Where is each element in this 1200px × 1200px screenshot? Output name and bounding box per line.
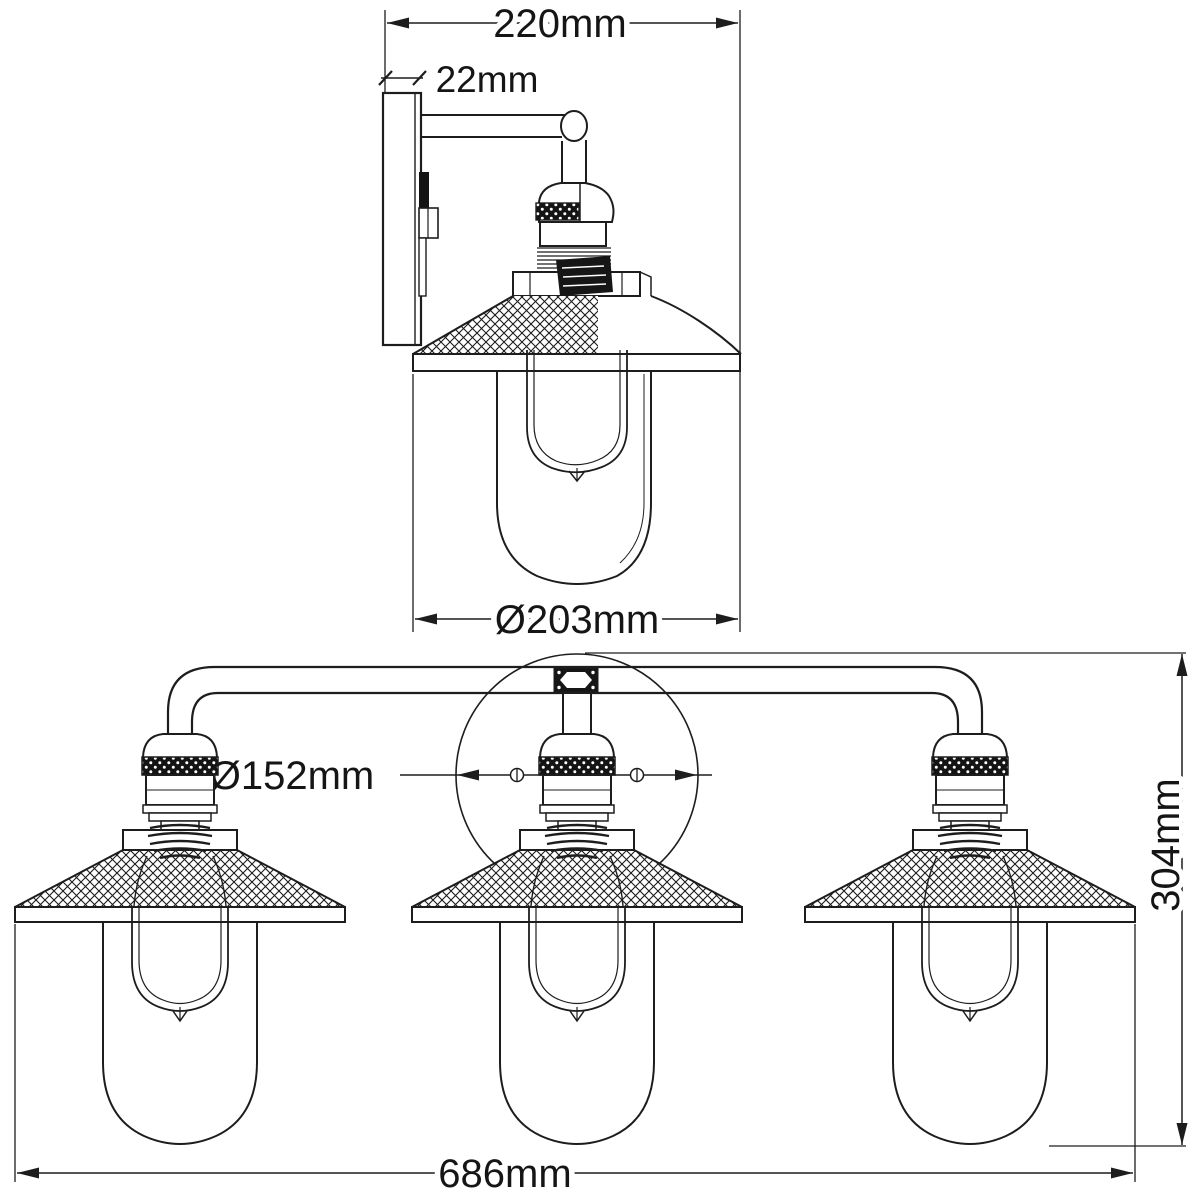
wall-backplate-side: [381, 91, 439, 347]
dimension-label-width: 686mm: [438, 1152, 571, 1196]
dimension-label-backplate-depth: 22mm: [436, 59, 539, 100]
dimension-label-canopy-diameter: Ø152mm: [210, 754, 375, 798]
dimension-backplate-depth-22mm: [378, 70, 427, 86]
dimension-height-304mm: [585, 652, 1188, 1147]
dimension-label-height: 304mm: [1144, 778, 1188, 911]
dimension-projection-220mm: [384, 10, 741, 632]
side-view-single-sconce: 220mm 22mm: [378, 0, 742, 648]
arm-side: [421, 110, 588, 184]
lamp-center: [410, 732, 744, 1146]
dimension-label-projection: 220mm: [493, 2, 626, 46]
knurl-band-side: [535, 202, 580, 221]
glass-cylinder-side: [496, 371, 652, 585]
bulb-side: [526, 350, 628, 483]
dimension-shade-diameter-203mm: [412, 374, 738, 632]
glass-reflection-line: [619, 374, 645, 564]
mount-bracket-block: [419, 172, 429, 208]
dimension-width-686mm: [14, 924, 1136, 1182]
dimension-label-shade-diameter: Ø203mm: [495, 598, 660, 642]
center-stem: [562, 693, 592, 735]
lamp-right: [803, 732, 1137, 1146]
shade-rim-side: [412, 353, 741, 372]
center-mount-bracket: [553, 667, 599, 693]
elbow-joint: [560, 110, 588, 142]
shade-side: [412, 295, 742, 372]
front-view-three-light-bar: Ø152mm 686mm: [13, 652, 1194, 1200]
socket-side: [512, 182, 652, 297]
cross-bar: [166, 665, 984, 734]
